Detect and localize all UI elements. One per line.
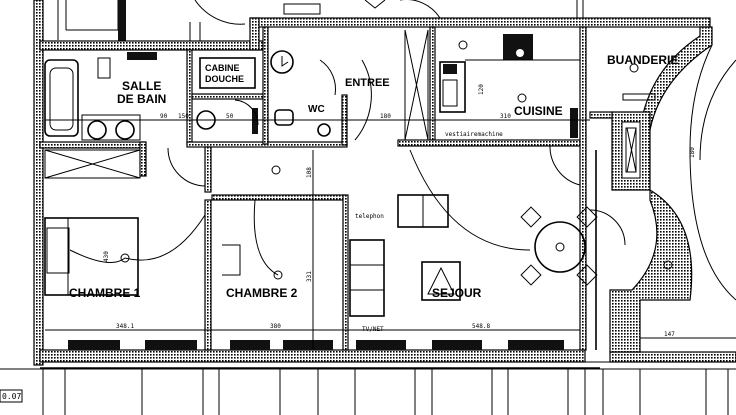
label-cuisine: CUISINE: [514, 104, 563, 118]
washbasin-counter: [81, 114, 141, 141]
dim-50: 50: [226, 113, 234, 120]
upper-neighbour-lines: [57, 0, 584, 42]
grid-lines: [42, 369, 729, 415]
dimensions: 90 150 50 180 310 180 108 331 430 120 34…: [45, 84, 736, 339]
washbasin-left: [87, 120, 107, 140]
dim-90: 90: [160, 113, 168, 120]
shower-cabin: [199, 57, 256, 89]
washbasin-right: [115, 120, 135, 140]
label-salle-de-bain-1: SALLE: [122, 79, 161, 93]
label-buanderie: BUANDERIE: [607, 53, 678, 67]
interior-walls: [39, 26, 613, 351]
wc-toilet: [274, 109, 294, 126]
label-douche: DOUCHE: [205, 74, 244, 84]
fireplace: [421, 261, 461, 301]
bathtub: [44, 59, 79, 137]
dining-table: [534, 221, 586, 273]
label-salle-de-bain-2: DE BAIN: [117, 92, 166, 106]
dim-147: 147: [664, 331, 675, 338]
room-labels: SALLE DE BAIN CABINE DOUCHE ENTREE CUISI…: [69, 53, 678, 300]
sheet-ref: 0.07: [2, 392, 21, 401]
label-cabine: CABINE: [205, 63, 240, 73]
label-entree: ENTREE: [345, 77, 390, 89]
windows: [0, 340, 736, 370]
label-chambre-1: CHAMBRE 1: [69, 286, 141, 300]
note-telephone: telephon: [355, 213, 384, 220]
dim-548: 548.8: [472, 323, 490, 330]
label-chambre-2: CHAMBRE 2: [226, 286, 298, 300]
sofa-left: [349, 239, 385, 317]
dim-331: 331: [306, 271, 313, 282]
dim-180a: 180: [380, 113, 391, 120]
bed: [44, 217, 139, 296]
note-vestiaire: vestiairemachine: [445, 131, 503, 138]
stove: [439, 61, 466, 113]
dim-348: 348.1: [116, 323, 134, 330]
dim-108: 108: [306, 167, 313, 178]
dim-310: 310: [500, 113, 511, 120]
label-sejour: SEJOUR: [432, 286, 482, 300]
dim-150: 150: [178, 113, 189, 120]
dim-180b: 180: [689, 147, 696, 158]
label-wc: WC: [308, 104, 325, 115]
dim-120: 120: [478, 84, 485, 95]
dim-430: 430: [103, 251, 110, 262]
door-swings: [69, 40, 673, 280]
fixtures: [44, 29, 656, 317]
dim-380: 380: [270, 323, 281, 330]
